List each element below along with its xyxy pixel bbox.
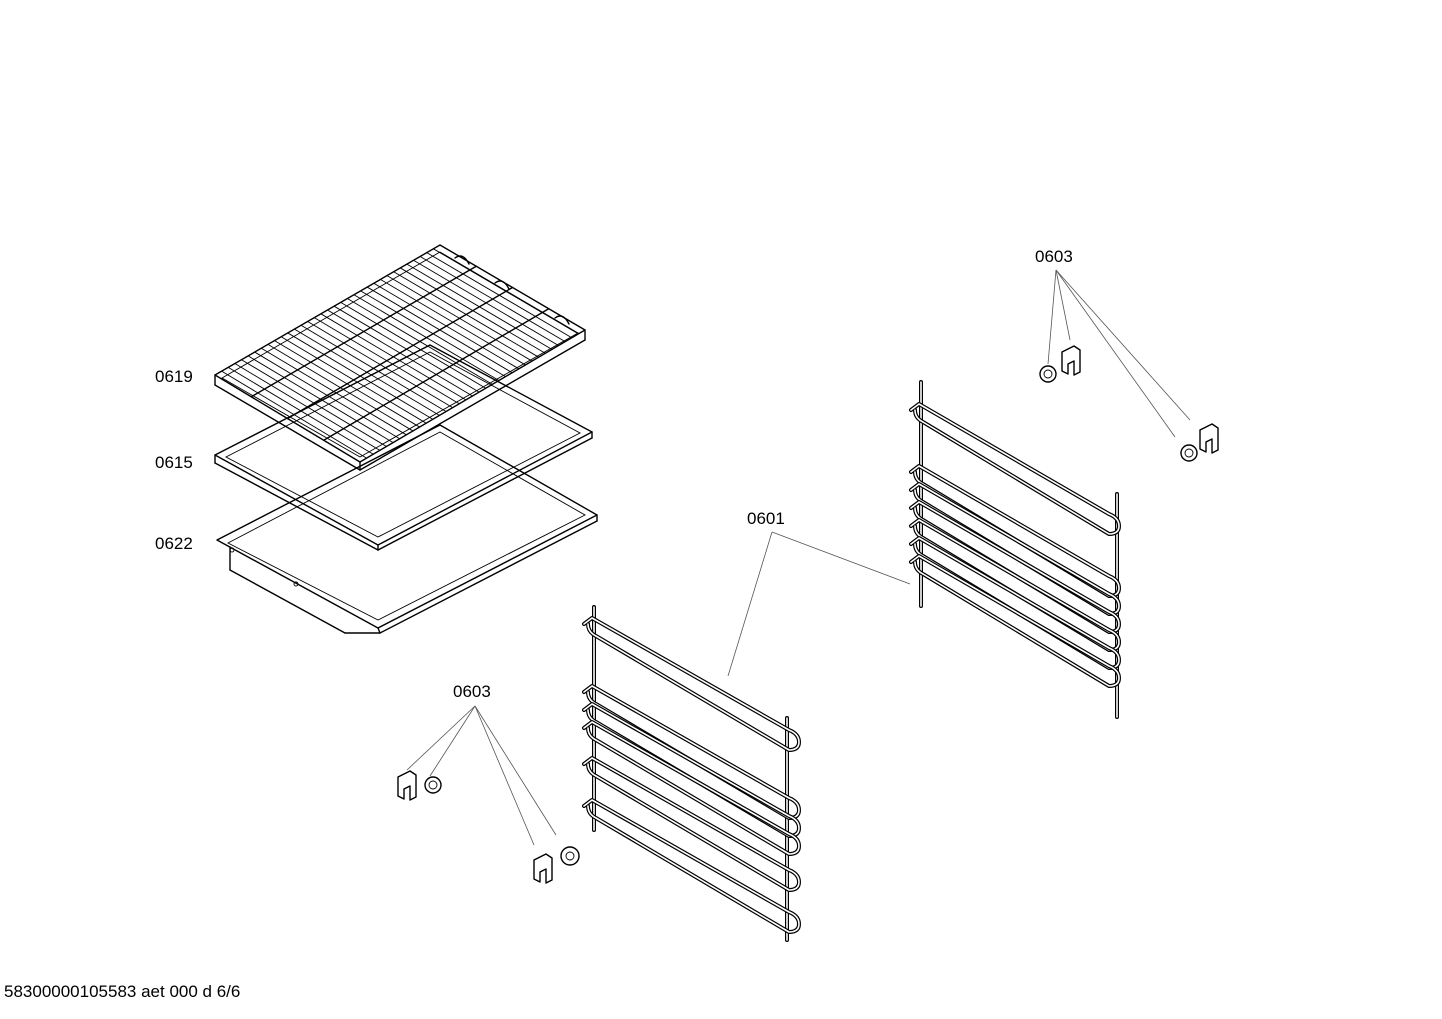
- shelf-cross-wire: [250, 265, 477, 398]
- label-0601: 0601: [747, 509, 785, 528]
- shelf-cross-wire: [286, 286, 514, 420]
- shelf-rack-0601-left[interactable]: [582, 605, 801, 942]
- fastener-set-0603-bottom[interactable]: [397, 705, 580, 884]
- rack-rung-highlight: [910, 403, 1120, 535]
- baking-tray-0615[interactable]: [214, 344, 593, 551]
- rack-rung-highlight: [910, 465, 1120, 597]
- rack-rung-highlight: [583, 685, 800, 819]
- fastener-clip-bottom-a[interactable]: [397, 770, 417, 801]
- rack-rung-highlight: [910, 555, 1120, 687]
- wire-shelf-0619[interactable]: [214, 244, 586, 471]
- label-0603-bottom: 0603: [453, 682, 491, 701]
- leader-0601: [727, 531, 911, 677]
- fastener-clip-top-a[interactable]: [1061, 345, 1081, 376]
- fastener-nut-top-a[interactable]: [1039, 365, 1057, 383]
- rack-rung-highlight: [583, 617, 800, 751]
- fastener-nut-bottom-b[interactable]: [560, 846, 580, 866]
- rack-rung: [582, 616, 801, 752]
- rack-rung-highlight: [583, 799, 800, 933]
- rack-rung-highlight: [910, 501, 1120, 633]
- fastener-clip-top-b[interactable]: [1199, 423, 1219, 454]
- fastener-set-0603-top[interactable]: [1039, 269, 1219, 462]
- fastener-nut-top-b[interactable]: [1180, 444, 1198, 462]
- fastener-nut-bottom-a[interactable]: [424, 776, 442, 794]
- rack-rung-highlight: [583, 703, 800, 837]
- label-0603-top: 0603: [1035, 247, 1073, 266]
- shelf-cross-wire: [323, 308, 550, 441]
- rack-rung-highlight: [910, 483, 1120, 615]
- label-0615: 0615: [155, 453, 193, 472]
- rack-rung-highlight: [583, 721, 800, 855]
- rack-rung-highlight: [583, 757, 800, 891]
- label-0619: 0619: [155, 367, 193, 386]
- label-0622: 0622: [155, 534, 193, 553]
- shelf-rack-0601-right[interactable]: [909, 380, 1121, 719]
- document-code: 58300000105583 aet 000 d 6/6: [4, 982, 240, 1001]
- fastener-clip-bottom-b[interactable]: [533, 853, 553, 884]
- rack-rung-highlight: [910, 537, 1120, 669]
- rack-rung-highlight: [910, 519, 1120, 651]
- deep-pan-0622[interactable]: [216, 424, 598, 634]
